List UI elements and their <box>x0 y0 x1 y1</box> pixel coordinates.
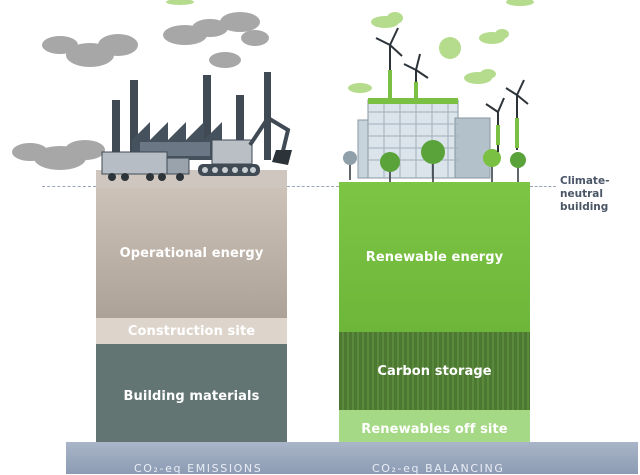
climate-neutral-label: Climate-neutral building <box>560 175 610 213</box>
carbon-storage-block: Carbon storage <box>339 332 530 410</box>
balancing-footer-label: CO₂-eq BALANCING <box>372 462 505 475</box>
threshold-line-right <box>530 186 556 187</box>
cloud-icon <box>166 0 534 93</box>
carbon-storage-label: Carbon storage <box>377 363 492 379</box>
threshold-line-middle <box>287 186 339 187</box>
building-materials-block: Building materials <box>96 344 287 448</box>
operational-energy-label: Operational energy <box>119 245 264 261</box>
tree-icon <box>343 140 526 182</box>
threshold-line-left <box>42 186 96 187</box>
renewables-off-site-label: Renewables off site <box>361 421 508 437</box>
renewables-off-site-block: Renewables off site <box>339 410 530 448</box>
building-materials-label: Building materials <box>123 388 260 404</box>
scale-base <box>66 442 638 474</box>
renewable-energy-label: Renewable energy <box>365 249 504 265</box>
emissions-footer-label: CO₂-eq EMISSIONS <box>134 462 263 475</box>
truck-icon <box>101 151 190 181</box>
building-icon <box>357 98 491 179</box>
sun-icon <box>439 37 461 59</box>
renewable-energy-block: Renewable energy <box>339 182 530 332</box>
operational-energy-block: Operational energy <box>96 188 287 318</box>
construction-site-block: Construction site <box>96 318 287 344</box>
smoke-icon <box>12 12 269 170</box>
excavator-icon <box>198 115 292 176</box>
construction-site-label: Construction site <box>127 323 256 339</box>
